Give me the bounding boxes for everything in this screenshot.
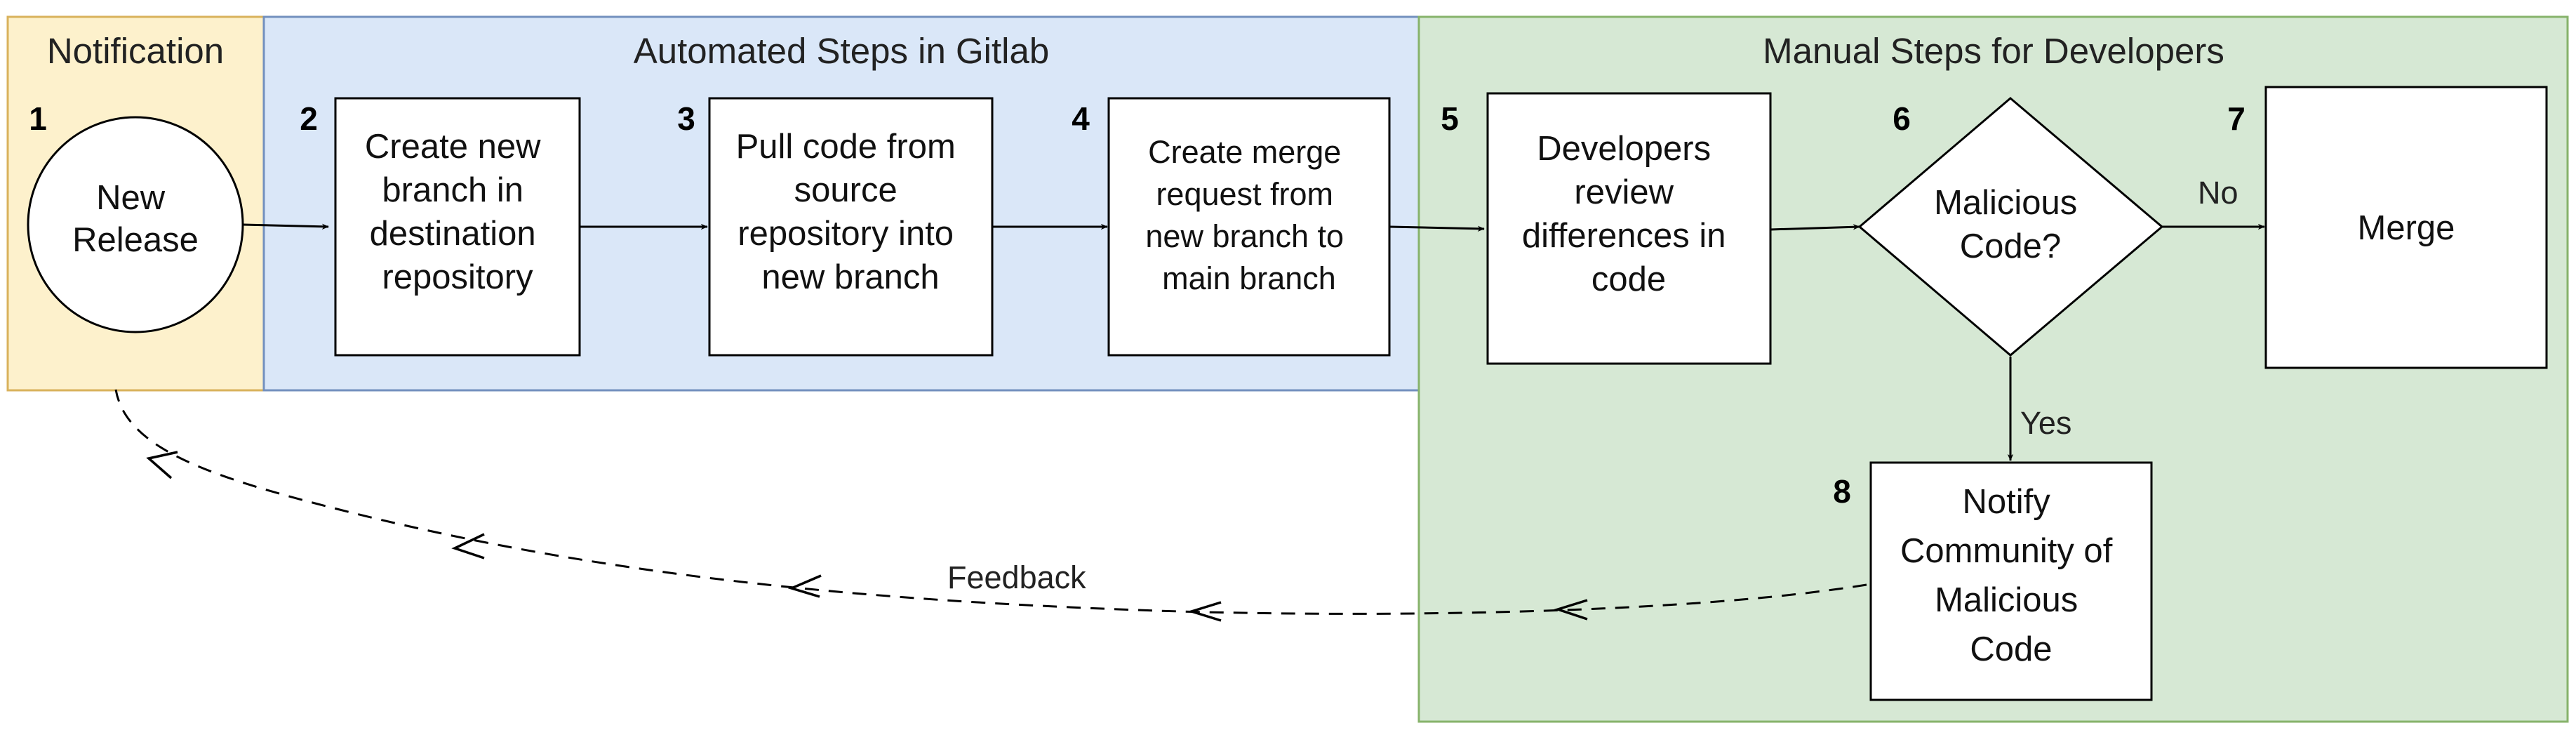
feedback-chevron: [787, 574, 822, 598]
node-create-branch: [334, 97, 581, 357]
feedback-chevron: [1554, 599, 1588, 621]
feedback-chevron: [1187, 601, 1222, 622]
node-notify-community: [1869, 461, 2153, 701]
node-label: Developers review differences in code: [1522, 130, 1735, 298]
node-developers-review: [1486, 92, 1772, 365]
node-label: Malicious Code?: [1934, 184, 2087, 265]
node-label: Pull code from source repository into ne…: [736, 128, 966, 296]
edge-label-yes: Yes: [2020, 405, 2071, 441]
node-label: Merge: [2358, 209, 2455, 247]
node-malicious-code-decision: [1857, 97, 2164, 357]
edge-label-feedback: Feedback: [947, 559, 1086, 595]
step-number-6: 6: [1893, 100, 1911, 137]
lane-title-notification: Notification: [47, 31, 224, 71]
step-number-4: 4: [1072, 100, 1090, 137]
node-create-merge-request: [1107, 97, 1391, 357]
step-number-3: 3: [677, 100, 695, 137]
edge-1-to-2: [242, 223, 329, 230]
step-number-2: 2: [300, 100, 318, 137]
feedback-chevron: [451, 533, 485, 559]
step-number-7: 7: [2227, 100, 2245, 137]
lane-title-manual: Manual Steps for Developers: [1763, 31, 2224, 71]
node-pull-code: [708, 97, 994, 357]
node-merge: [2264, 86, 2548, 369]
feedback-chevron: [146, 451, 178, 479]
node-label: Notify Community of Malicious Code: [1900, 483, 2122, 668]
step-number-1: 1: [29, 100, 47, 137]
node-label: Create merge request from new branch to …: [1145, 134, 1352, 296]
edge-label-no: No: [2198, 175, 2238, 211]
edge-5-to-6: [1770, 224, 1860, 231]
edge-8-to-1-feedback: [114, 389, 1867, 615]
lane-title-automated: Automated Steps in Gitlab: [634, 31, 1050, 71]
node-new-release: [27, 116, 244, 333]
step-number-5: 5: [1441, 100, 1459, 137]
edge-4-to-5: [1389, 225, 1485, 232]
node-label: New Release: [72, 179, 199, 259]
step-number-8: 8: [1833, 473, 1851, 510]
node-label: Create new branch in destination reposit…: [365, 128, 550, 296]
